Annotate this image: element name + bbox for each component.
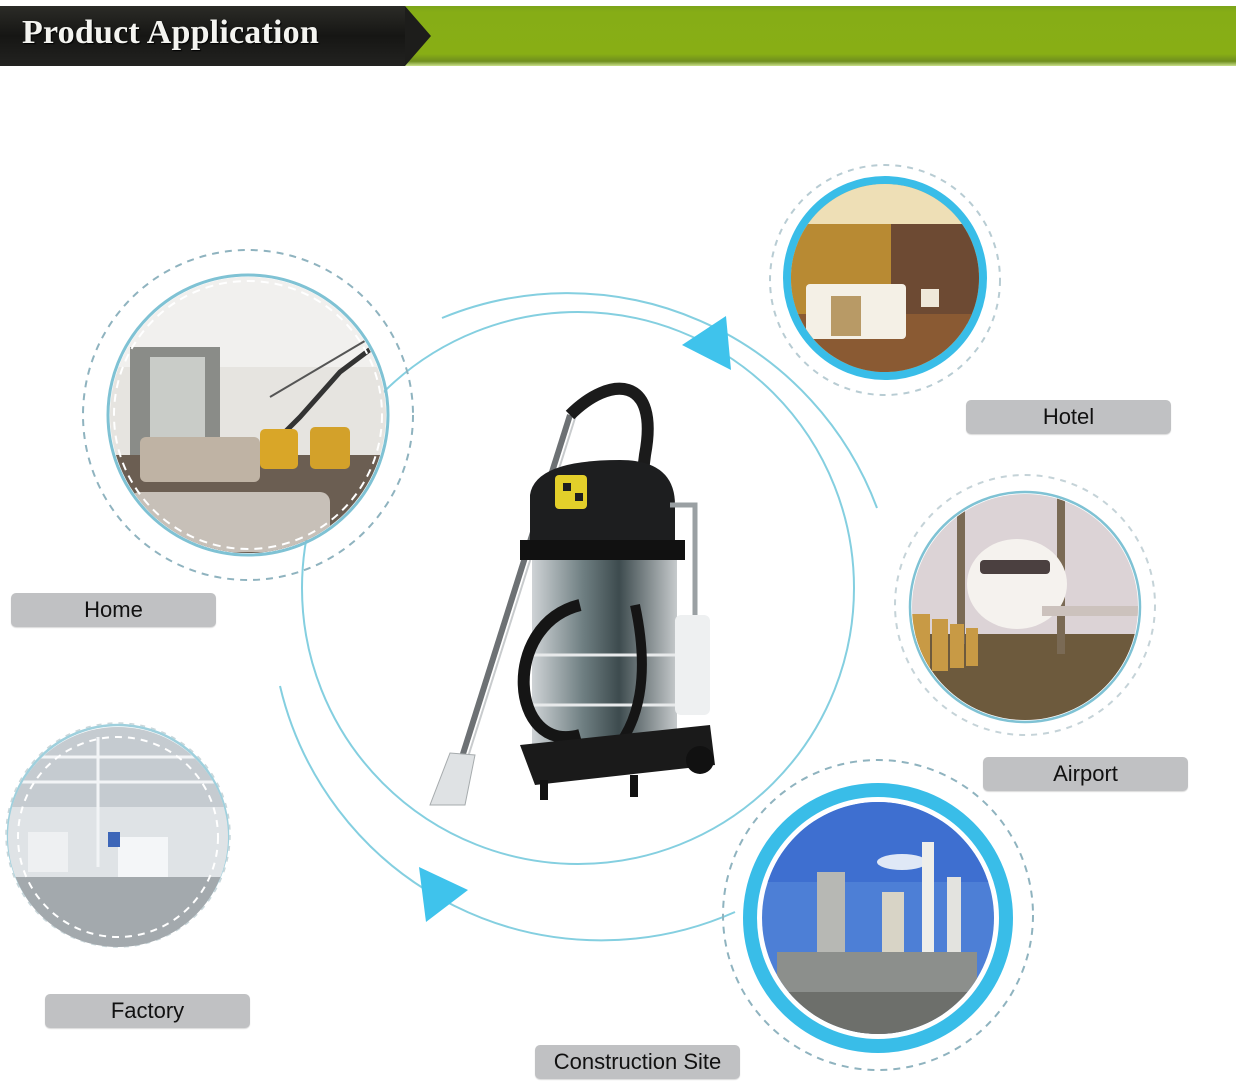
construction-photo: [762, 802, 994, 1034]
page-title: Product Application: [22, 14, 319, 51]
banner-arrow-notch: [405, 6, 431, 66]
home-photo: [110, 277, 386, 553]
banner-green-section: [405, 6, 1236, 66]
outer-arc-top: [441, 292, 878, 509]
application-label-construction-site: Construction Site: [535, 1045, 740, 1079]
airport-photo: [912, 494, 1138, 720]
factory-photo: [8, 727, 228, 947]
center-ring: [301, 311, 855, 865]
hotel-photo: [791, 184, 979, 372]
factory-dashed-ring: [5, 722, 231, 948]
airport-dashed-ring: [894, 474, 1156, 736]
construction-dashed-ring: [722, 759, 1034, 1071]
arrow-bottom-icon: [419, 867, 468, 922]
application-label-airport: Airport: [983, 757, 1188, 791]
hotel-accent-ring: [783, 176, 987, 380]
banner-dark-section: [0, 6, 405, 66]
home-dashed-ring: [82, 249, 414, 581]
home-accent-ring: [106, 273, 390, 557]
outer-arc-bottom: [279, 685, 736, 942]
application-label-factory: Factory: [45, 994, 250, 1028]
airport-accent-ring: [908, 490, 1142, 724]
vacuum-cleaner-image: [429, 382, 715, 806]
application-label-hotel: Hotel: [966, 400, 1171, 434]
construction-accent-ring: [743, 783, 1013, 1053]
arrow-top-icon: [682, 316, 731, 370]
application-label-home: Home: [11, 593, 216, 627]
hotel-dashed-ring: [769, 164, 1001, 396]
header-banner: Product Application: [0, 6, 1236, 66]
